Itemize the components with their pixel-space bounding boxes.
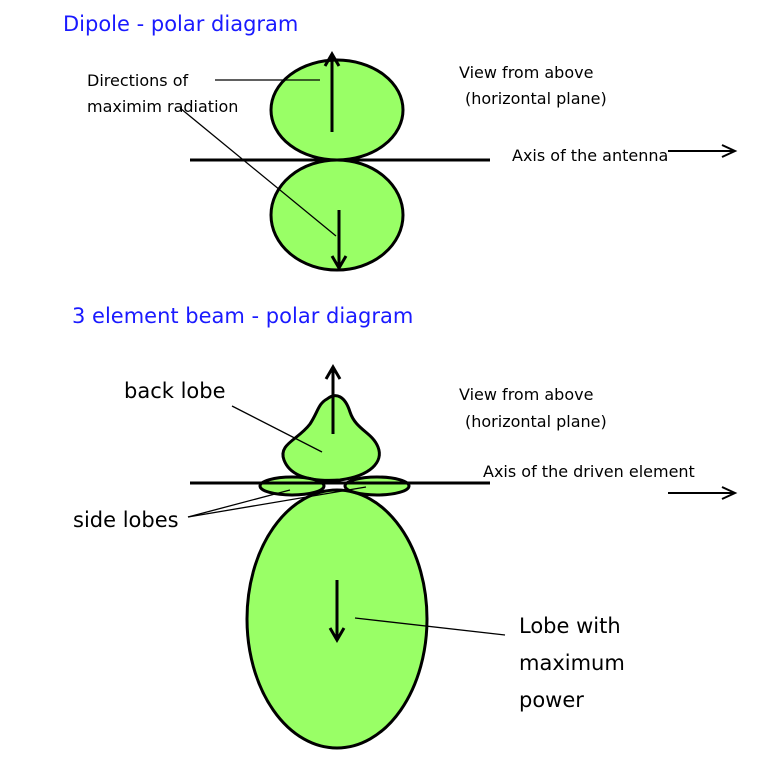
beam-title: 3 element beam - polar diagram — [72, 304, 413, 328]
dipole-upper-lobe — [269, 58, 405, 162]
side-lobe-right — [343, 475, 411, 497]
beam-view-line1: View from above — [459, 385, 593, 404]
beam-down-arrow — [328, 580, 346, 643]
main-lobe-label-line2: maximum — [519, 651, 625, 675]
beam-view-line2: (horizontal plane) — [465, 412, 607, 431]
main-lobe-label-line3: power — [519, 688, 584, 712]
leader-line — [187, 489, 291, 518]
beam-up-arrow — [324, 364, 342, 434]
directions-label-line1: Directions of — [87, 71, 188, 90]
axis-direction-arrow — [668, 486, 738, 500]
main-lobe-label-line1: Lobe with — [519, 614, 621, 638]
side-lobes-label: side lobes — [73, 508, 179, 532]
leader-line — [231, 405, 323, 453]
leader-line — [179, 107, 337, 237]
leader-line — [354, 617, 506, 636]
dipole-axis-label: Axis of the antenna — [512, 146, 668, 165]
dipole-lower-lobe — [269, 158, 405, 272]
back-lobe-label: back lobe — [124, 379, 226, 403]
dipole-up-arrow — [323, 51, 341, 132]
back-lobe — [281, 394, 381, 482]
leader-line — [187, 486, 367, 518]
axis-direction-arrow — [668, 144, 738, 158]
directions-label-line2: maximim radiation — [87, 97, 238, 116]
dipole-down-arrow — [330, 210, 348, 271]
dipole-title: Dipole - polar diagram — [63, 12, 298, 36]
beam-axis-label: Axis of the driven element — [483, 462, 695, 481]
dipole-view-line1: View from above — [459, 63, 593, 82]
side-lobe-left — [258, 475, 326, 497]
dipole-view-line2: (horizontal plane) — [465, 89, 607, 108]
